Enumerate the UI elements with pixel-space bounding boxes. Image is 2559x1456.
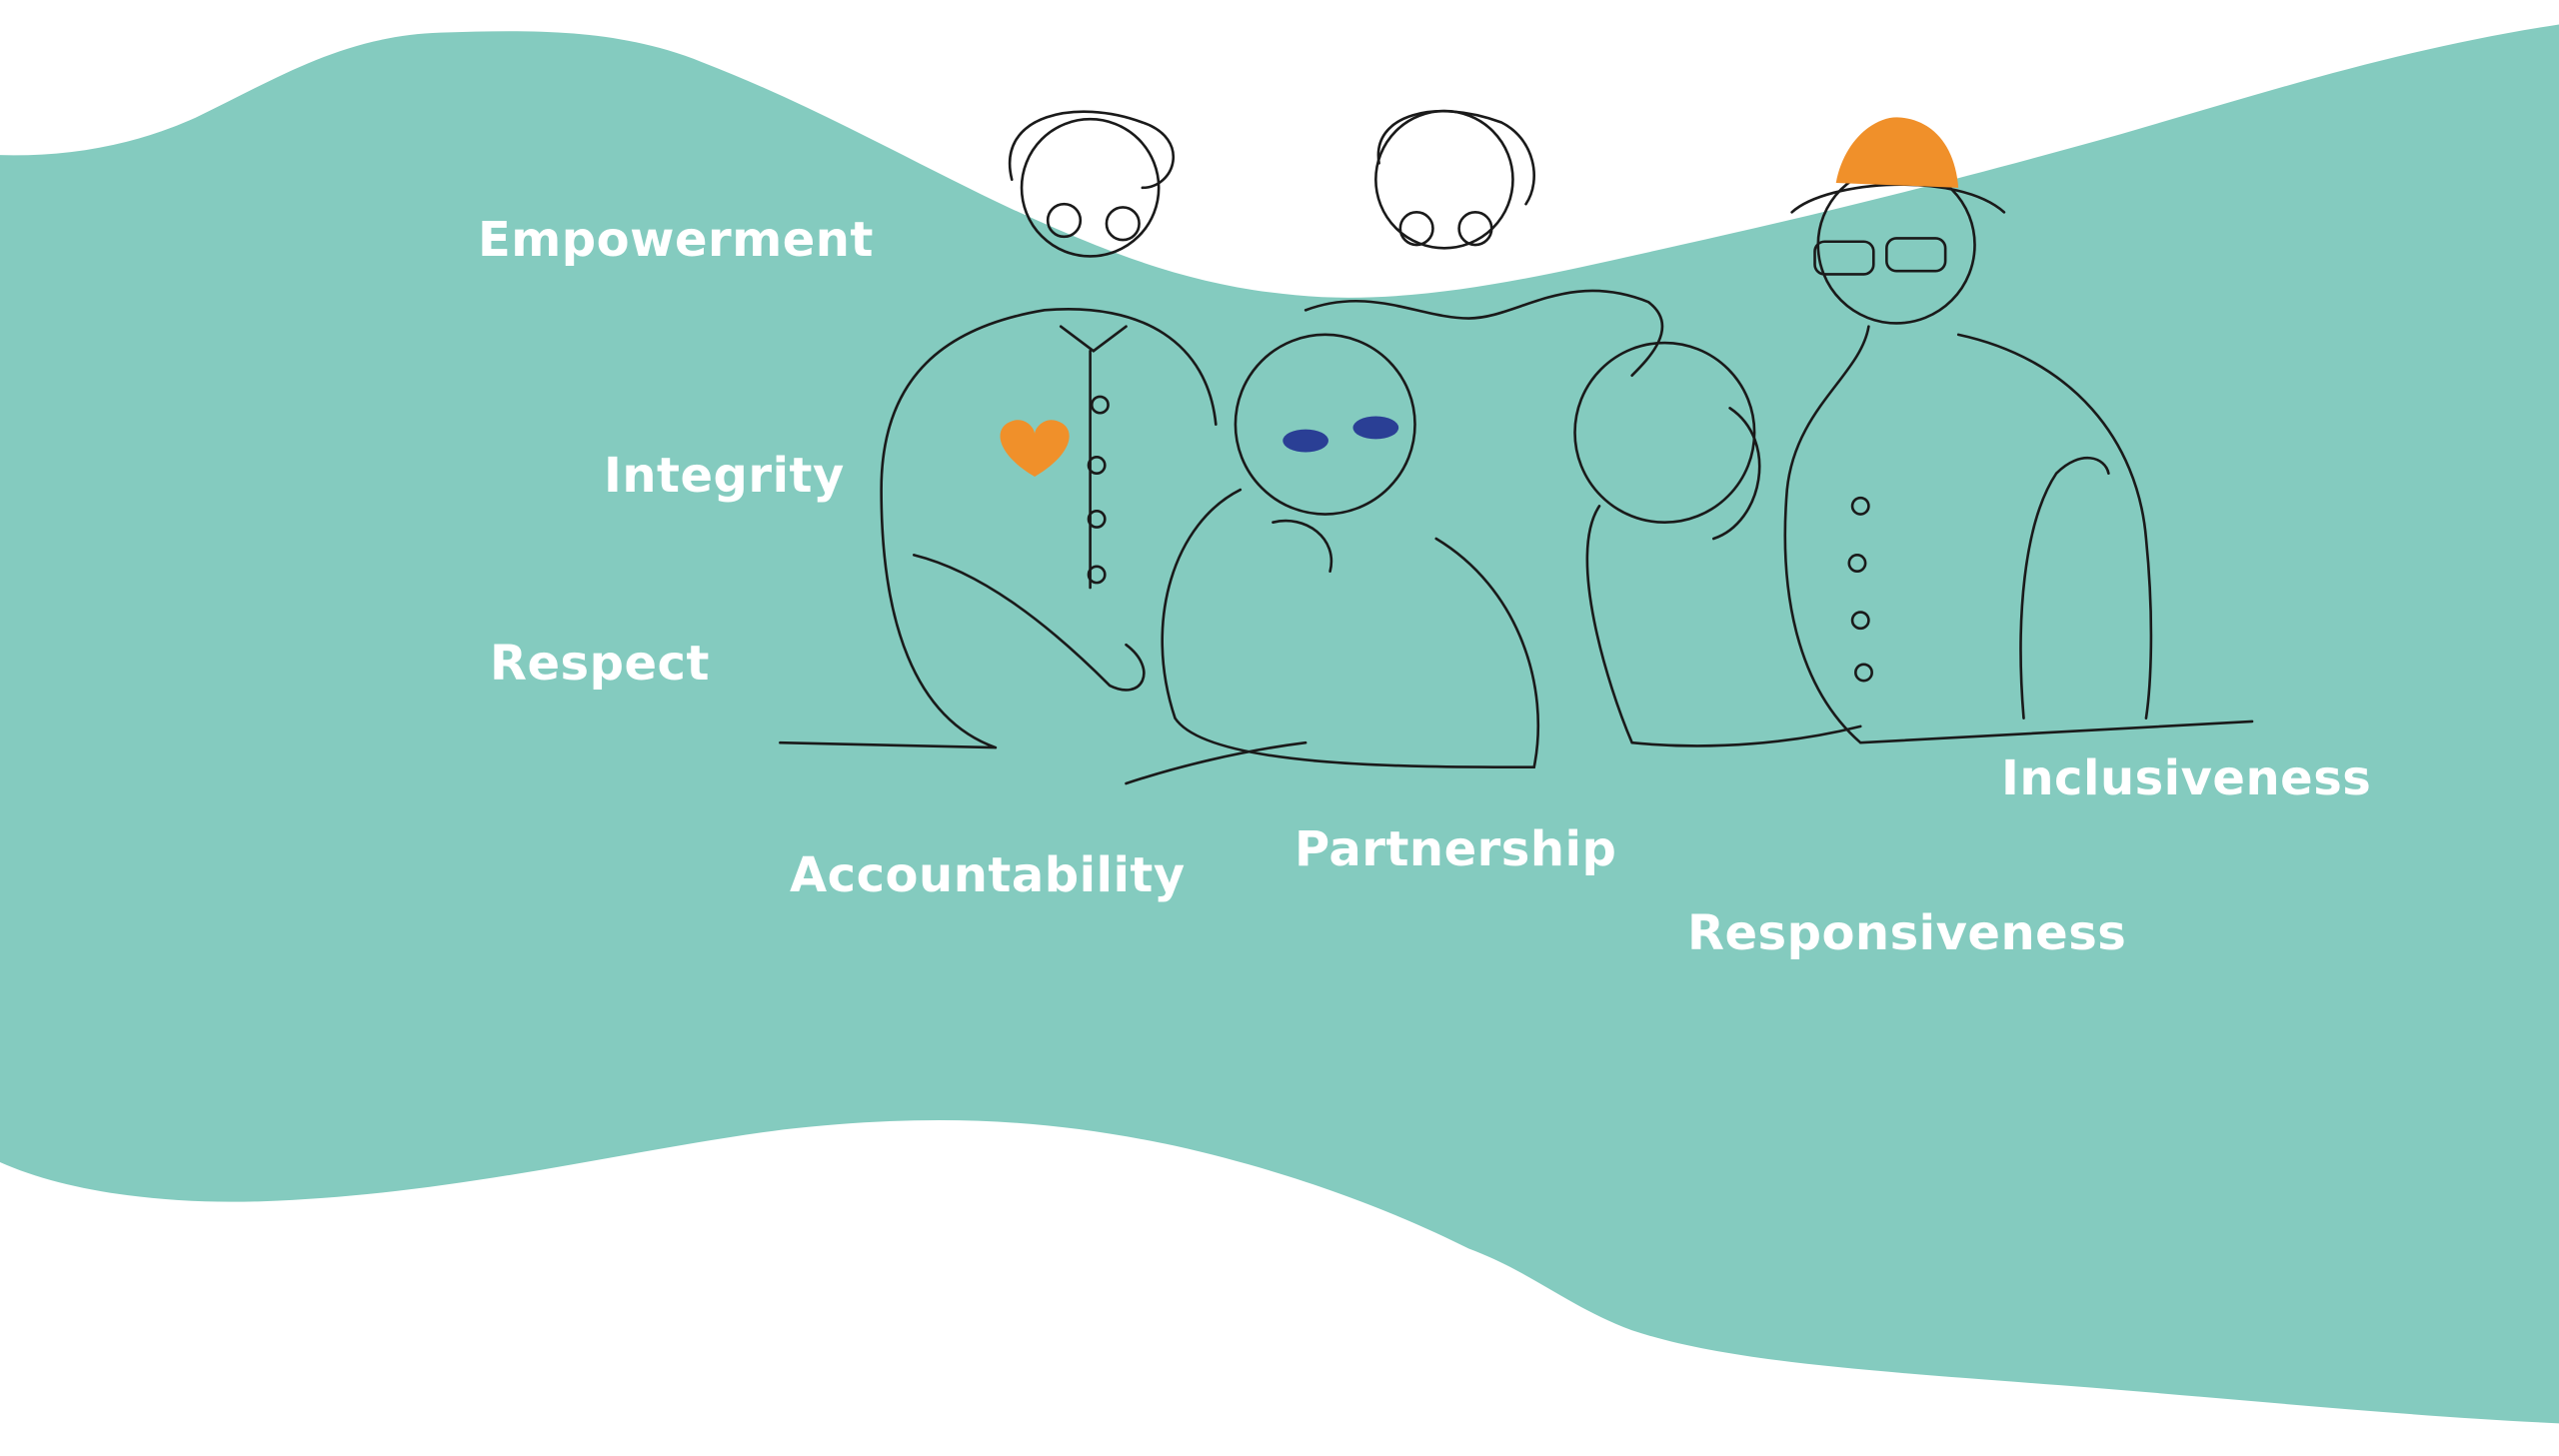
value-empowerment: Empowerment <box>478 212 874 268</box>
value-accountability: Accountability <box>790 847 1186 903</box>
value-responsiveness: Responsiveness <box>1687 905 2127 961</box>
people-line-art <box>779 109 2254 785</box>
heart-icon <box>1000 420 1070 477</box>
teal-wave-band <box>0 24 2559 1424</box>
blue-glasses-icon <box>1282 416 1399 453</box>
hard-hat-icon <box>1835 117 1959 188</box>
value-inclusiveness: Inclusiveness <box>2001 750 2372 806</box>
value-partnership: Partnership <box>1294 821 1617 877</box>
value-respect: Respect <box>490 636 710 692</box>
value-integrity: Integrity <box>604 448 845 504</box>
